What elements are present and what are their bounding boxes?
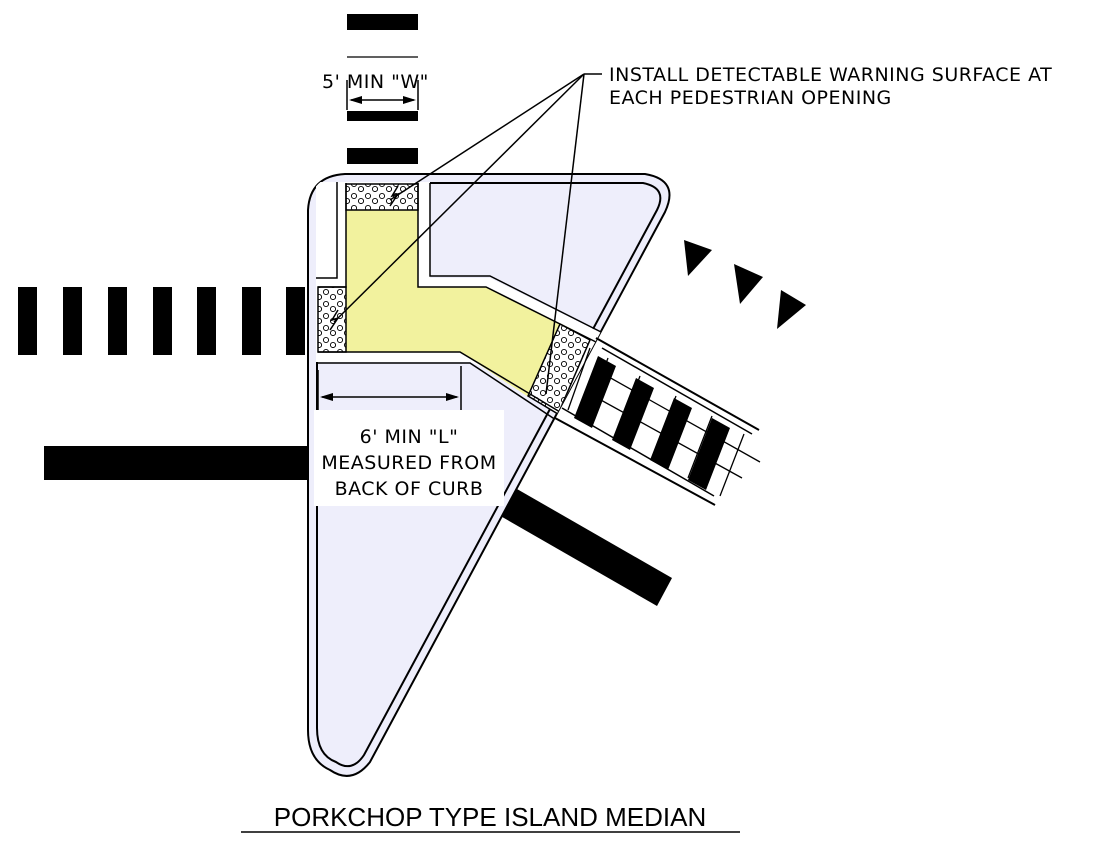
pedestrian-cut-through <box>316 182 640 430</box>
length-label-box <box>314 410 504 506</box>
drawing-title: PORKCHOP TYPE ISLAND MEDIAN <box>274 802 706 832</box>
stop-bar-southeast <box>497 485 672 606</box>
walkway-surface <box>346 210 574 398</box>
yield-triangles <box>684 240 806 329</box>
length-label-line2: MEASURED FROM <box>321 452 496 474</box>
length-dimension <box>317 366 462 410</box>
length-label-line3: BACK OF CURB <box>335 478 484 500</box>
warning-leader-lines <box>329 73 602 395</box>
width-label: 5' MIN "W" <box>322 71 429 93</box>
stop-bar-west <box>44 446 314 480</box>
width-dimension <box>346 80 419 110</box>
detectable-warning-north <box>345 183 419 211</box>
warning-callout-line1: INSTALL DETECTABLE WARNING SURFACE AT <box>609 64 1052 86</box>
crosswalk-markings-west <box>18 287 305 355</box>
sidewalk-ramp-southeast <box>554 337 761 506</box>
length-label-line1: 6' MIN "L" <box>360 426 459 448</box>
crosswalk-markings-north <box>347 14 418 164</box>
warning-callout-line2: EACH PEDESTRIAN OPENING <box>609 87 892 109</box>
